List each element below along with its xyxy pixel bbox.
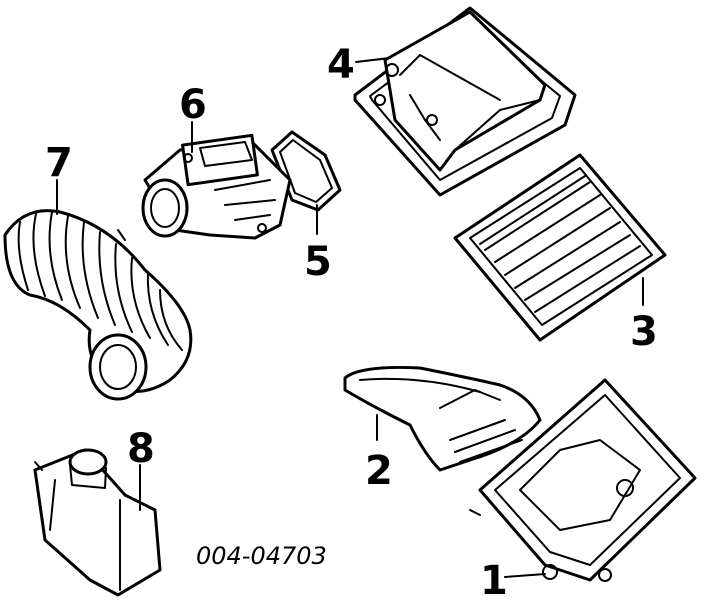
callout-4: 4 (327, 42, 355, 88)
leader-lines (56, 57, 644, 578)
air-duct-part (343, 365, 542, 472)
callout-2: 2 (365, 448, 393, 494)
callout-8: 8 (127, 426, 155, 472)
leader-line-4 (355, 57, 391, 63)
callout-1: 1 (480, 558, 508, 600)
intake-hose-part (3, 209, 193, 401)
callout-3: 3 (630, 309, 658, 355)
fluid-reservoir-part (33, 448, 162, 597)
callout-5: 5 (304, 239, 332, 285)
air-cleaner-lower-box-part (469, 378, 697, 582)
callout-6: 6 (179, 82, 207, 128)
callout-7: 7 (45, 140, 73, 186)
gasket-part (270, 130, 342, 212)
mass-air-flow-sensor-part (141, 133, 292, 240)
air-filter-element-part (453, 153, 667, 342)
diagram-part-number: 004-04703 (196, 542, 327, 570)
air-cleaner-cover-part (353, 6, 577, 197)
leader-line-1 (504, 573, 546, 578)
